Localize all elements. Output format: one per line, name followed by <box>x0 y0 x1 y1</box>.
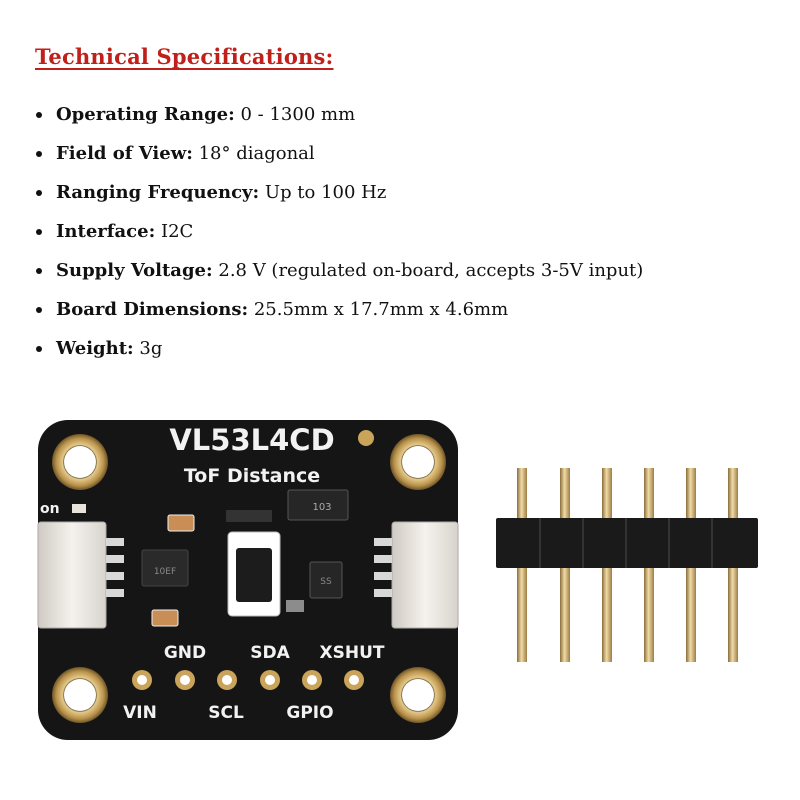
tof-sensor-window <box>236 548 272 602</box>
power-led <box>72 504 86 513</box>
spec-value: 0 - 1300 mm <box>234 104 356 125</box>
chip-marking: SS <box>320 577 332 587</box>
connector-pin <box>106 555 124 563</box>
connector-pin <box>106 589 124 597</box>
chip-marking: 10EF <box>154 567 176 577</box>
spec-label: Supply Voltage: <box>56 260 213 281</box>
connector-housing <box>37 521 107 629</box>
pin-header-strip <box>496 468 758 662</box>
mounting-hole-center <box>64 679 96 711</box>
mounting-hole-center <box>402 679 434 711</box>
pin-label-gnd: GND <box>164 643 206 663</box>
pad-hole <box>137 675 147 685</box>
spec-value: 3g <box>133 338 163 359</box>
product-photo: VL53L4CD ToF Distance on 10EF 103 SS <box>37 420 758 740</box>
pin-label-vin: VIN <box>123 703 157 723</box>
specs-heading: Technical Specifications: <box>35 44 334 69</box>
spec-item: Weight: 3g <box>36 329 796 368</box>
mounting-hole-center <box>402 446 434 478</box>
connector-pin <box>106 538 124 546</box>
pad-hole <box>265 675 275 685</box>
spec-value: I2C <box>155 221 194 242</box>
pin-label-xshut: XSHUT <box>320 643 385 663</box>
capacitor <box>167 514 195 532</box>
on-label: on <box>40 501 60 517</box>
pad-hole <box>180 675 190 685</box>
specs-list: Operating Range: 0 - 1300 mm Field of Vi… <box>28 95 796 368</box>
connector-pin <box>106 572 124 580</box>
transistor-chip <box>309 561 343 599</box>
connector-housing <box>391 521 459 629</box>
resistor-array <box>226 510 272 522</box>
connector-pin <box>374 572 392 580</box>
spec-item: Board Dimensions: 25.5mm x 17.7mm x 4.6m… <box>36 290 796 329</box>
chip-marking: 103 <box>312 502 331 513</box>
spec-label: Ranging Frequency: <box>56 182 260 203</box>
connector-pin <box>374 555 392 563</box>
level-shifter-chip <box>287 489 349 521</box>
left-connector <box>37 521 124 629</box>
pad-hole <box>349 675 359 685</box>
spec-label: Field of View: <box>56 143 193 164</box>
spec-item: Interface: I2C <box>36 212 796 251</box>
board-title: VL53L4CD <box>169 423 334 457</box>
spec-item: Field of View: 18° diagonal <box>36 134 796 173</box>
breakout-board: VL53L4CD ToF Distance on 10EF 103 SS <box>37 420 459 740</box>
header-pads <box>132 670 364 690</box>
pin-label-scl: SCL <box>208 703 244 723</box>
spec-label: Interface: <box>56 221 156 242</box>
spec-label: Board Dimensions: <box>56 299 249 320</box>
mounting-hole-center <box>64 446 96 478</box>
pad-hole <box>222 675 232 685</box>
spec-item: Ranging Frequency: Up to 100 Hz <box>36 173 796 212</box>
spec-value: Up to 100 Hz <box>259 182 387 203</box>
spec-label: Weight: <box>56 338 134 359</box>
spec-label: Operating Range: <box>56 104 235 125</box>
connector-pin <box>374 589 392 597</box>
pin-label-gpio: GPIO <box>286 703 333 723</box>
spec-value: 18° diagonal <box>192 143 315 164</box>
resistor <box>286 600 304 612</box>
spec-item: Supply Voltage: 2.8 V (regulated on-boar… <box>36 251 796 290</box>
spec-value: 25.5mm x 17.7mm x 4.6mm <box>248 299 509 320</box>
spec-item: Operating Range: 0 - 1300 mm <box>36 95 796 134</box>
board-subtitle: ToF Distance <box>184 465 320 487</box>
spec-value: 2.8 V (regulated on-board, accepts 3-5V … <box>212 260 644 281</box>
regulator-chip <box>141 549 189 587</box>
right-connector <box>374 521 459 629</box>
connector-pin <box>374 538 392 546</box>
capacitor <box>151 609 179 627</box>
pad-hole <box>307 675 317 685</box>
pin-label-sda: SDA <box>250 643 290 663</box>
via-pad <box>358 430 374 446</box>
